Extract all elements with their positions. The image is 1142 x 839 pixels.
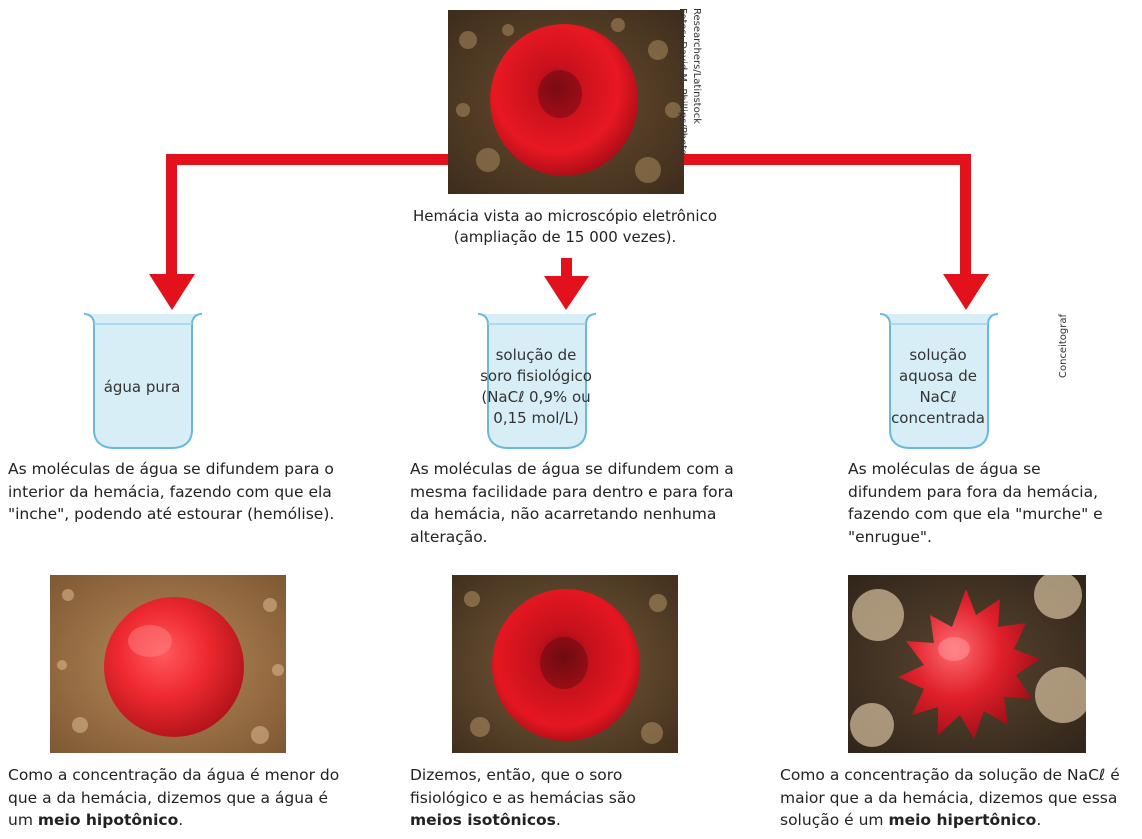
arrow-center-head <box>544 276 589 310</box>
top-caption-line-1: Hemácia vista ao microscópio eletrônico <box>412 207 718 225</box>
top-photo-caption: Hemácia vista ao microscópio eletrônico … <box>370 206 760 248</box>
arrow-right-horizontal <box>684 154 971 165</box>
conclusion-isotonic-prefix: Dizemos, então, que o soro fisiológico e… <box>410 766 636 807</box>
beaker-label-pure-water: água pura <box>103 377 181 396</box>
conclusion-text-isotonic: Dizemos, então, que o soro fisiológico e… <box>410 764 690 832</box>
photo-normal-cell <box>452 575 678 753</box>
photo-credit-line-2: Researchers/Latinstock <box>691 8 702 124</box>
beaker-pure-water: água pura <box>80 312 204 450</box>
term-hypotonic: meio hipotônico <box>37 811 179 829</box>
conclusion-isotonic-suffix: . <box>555 811 561 829</box>
effect-text-hypotonic: As moléculas de água se difundem para o … <box>8 460 335 523</box>
photo-credit: Fotos: David M. Phillips/Photo Researche… <box>668 8 714 176</box>
arrow-center-vertical <box>561 258 572 280</box>
conclusion-text-hypertonic: Como a concentração da solução de NaCℓ é… <box>780 764 1140 832</box>
conclusion-text-hypotonic: Como a concentração da água é menor do q… <box>8 764 348 832</box>
arrow-left-head <box>149 274 195 310</box>
term-isotonic: meios isotônicos <box>410 811 556 829</box>
beaker-saline-solution: solução de soro fisiológico (NaCℓ 0,9% o… <box>474 312 598 450</box>
beaker-label-concentrated: solução aquosa de NaCℓ concentrada <box>891 346 985 427</box>
beaker-concentrated-nacl: solução aquosa de NaCℓ concentrada <box>876 312 1000 450</box>
beaker-label-saline: solução de soro fisiológico (NaCℓ 0,9% o… <box>480 346 592 427</box>
top-caption-line-2: (ampliação de 15 000 vezes). <box>453 228 677 246</box>
arrow-right-head <box>943 274 989 310</box>
illustration-credit: Conceitograf <box>1058 313 1069 378</box>
photo-crenated-cell <box>848 575 1086 753</box>
conclusion-hypertonic-prefix: Como a concentração da solução de NaCℓ é… <box>780 766 1120 829</box>
photo-swollen-cell <box>50 575 286 753</box>
photo-red-blood-cell-top <box>448 10 684 194</box>
arrow-left-vertical <box>166 154 177 280</box>
effect-text-isotonic: As moléculas de água se difundem com a m… <box>410 460 734 546</box>
arrow-left-horizontal <box>166 154 450 165</box>
conclusion-hypotonic-prefix: Como a concentração da água é menor do q… <box>8 766 340 829</box>
conclusion-hypertonic-suffix: . <box>1036 811 1042 829</box>
effect-text-hypertonic: As moléculas de água se difundem para fo… <box>848 460 1103 546</box>
arrow-right-vertical <box>960 154 971 280</box>
conclusion-hypotonic-suffix: . <box>178 811 184 829</box>
term-hypertonic: meio hipertônico <box>888 811 1037 829</box>
photo-credit-line-1: Fotos: David M. Phillips/Photo <box>677 8 688 156</box>
